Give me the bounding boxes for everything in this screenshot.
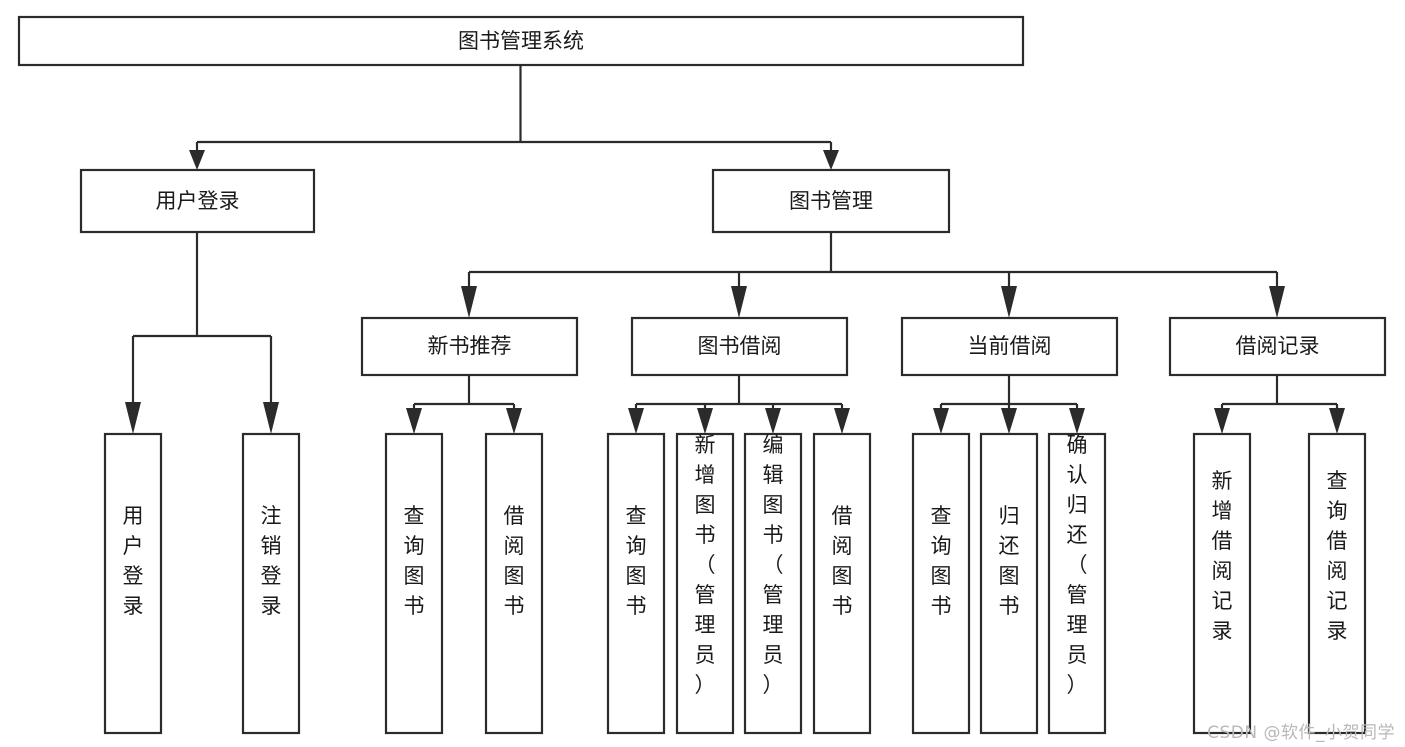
leaf-borrow-add-book-label: 新增图书（管理员） bbox=[695, 433, 716, 697]
arrowhead-newbook-leaf-2 bbox=[506, 408, 522, 434]
leaf-borrow-add-book[interactable]: 新增图书（管理员） bbox=[675, 432, 735, 735]
node-current-borrow-label: 当前借阅 bbox=[968, 334, 1052, 358]
leaf-user-login-login-label: 用户登录 bbox=[123, 504, 144, 618]
arrowhead-book-mgmt bbox=[823, 150, 839, 170]
leaf-newbook-query-book-box[interactable] bbox=[384, 432, 444, 735]
node-user-login-label: 用户登录 bbox=[156, 189, 240, 213]
leaf-record-add-record-label: 新增借阅记录 bbox=[1212, 469, 1233, 643]
leaf-newbook-borrow-book-label: 借阅图书 bbox=[504, 504, 525, 618]
node-user-login[interactable]: 用户登录 bbox=[79, 168, 316, 234]
arrowhead-borrow-leaf-4 bbox=[834, 408, 850, 434]
leaf-record-add-record-box[interactable] bbox=[1192, 432, 1252, 735]
node-borrow-record-box[interactable] bbox=[1168, 316, 1387, 377]
csdn-watermark: CSDN @软件_小贺同学 bbox=[1207, 723, 1395, 743]
leaf-user-login-login[interactable]: 用户登录 bbox=[103, 432, 163, 735]
leaf-current-return-book-box[interactable] bbox=[979, 432, 1039, 735]
node-borrow-record-label: 借阅记录 bbox=[1236, 334, 1320, 358]
arrowhead-current-leaf-1 bbox=[933, 408, 949, 434]
node-book-borrow-box[interactable] bbox=[630, 316, 849, 377]
node-book-borrow[interactable]: 图书借阅 bbox=[630, 316, 849, 377]
leaf-borrow-borrow-book-box[interactable] bbox=[812, 432, 872, 735]
node-root-system[interactable]: 图书管理系统 bbox=[17, 15, 1025, 67]
leaf-current-confirm-return[interactable]: 确认归还（管理员） bbox=[1047, 432, 1107, 735]
arrowhead-leaf-logout bbox=[263, 402, 279, 434]
arrowhead-new-book bbox=[461, 286, 477, 318]
leaf-borrow-borrow-book-label: 借阅图书 bbox=[832, 504, 853, 618]
arrowhead-leaf-user-login bbox=[125, 402, 141, 434]
leaf-current-query-book-label: 查询图书 bbox=[931, 504, 952, 618]
node-book-management[interactable]: 图书管理 bbox=[711, 168, 951, 234]
node-user-login-box[interactable] bbox=[79, 168, 316, 234]
arrowhead-borrow-leaf-1 bbox=[628, 408, 644, 434]
node-book-management-label: 图书管理 bbox=[789, 189, 873, 213]
leaf-current-return-book[interactable]: 归还图书 bbox=[979, 432, 1039, 735]
leaf-user-login-logout-label: 注销登录 bbox=[261, 504, 282, 618]
leaf-current-confirm-return-label: 确认归还（管理员） bbox=[1067, 433, 1088, 697]
leaf-newbook-query-book[interactable]: 查询图书 bbox=[384, 432, 444, 735]
arrowhead-record-leaf-1 bbox=[1214, 408, 1230, 434]
leaf-user-login-logout[interactable]: 注销登录 bbox=[241, 432, 301, 735]
arrowhead-current-borrow bbox=[1001, 286, 1017, 318]
arrowhead-borrow-record bbox=[1269, 286, 1285, 318]
leaf-newbook-borrow-book-box[interactable] bbox=[484, 432, 544, 735]
node-new-book-recommend-box[interactable] bbox=[360, 316, 579, 377]
arrowhead-record-leaf-2 bbox=[1329, 408, 1345, 434]
leaf-record-query-record-label: 查询借阅记录 bbox=[1327, 469, 1348, 643]
leaf-borrow-edit-book-box[interactable] bbox=[743, 432, 803, 735]
node-root-system-box[interactable] bbox=[17, 15, 1025, 67]
leaf-borrow-query-book-box[interactable] bbox=[606, 432, 666, 735]
leaf-newbook-borrow-book[interactable]: 借阅图书 bbox=[484, 432, 544, 735]
connector-layer bbox=[125, 65, 1345, 434]
node-root-system-label: 图书管理系统 bbox=[458, 29, 584, 53]
leaf-borrow-query-book-label: 查询图书 bbox=[626, 504, 647, 618]
arrowhead-borrow-leaf-2 bbox=[697, 408, 713, 434]
leaf-borrow-query-book[interactable]: 查询图书 bbox=[606, 432, 666, 735]
leaf-borrow-borrow-book[interactable]: 借阅图书 bbox=[812, 432, 872, 735]
arrowhead-book-borrow bbox=[731, 286, 747, 318]
leaf-borrow-add-book-box[interactable] bbox=[675, 432, 735, 735]
leaf-current-query-book[interactable]: 查询图书 bbox=[911, 432, 971, 735]
leaf-borrow-edit-book-label: 编辑图书（管理员） bbox=[763, 433, 784, 697]
arrowhead-newbook-leaf-1 bbox=[406, 408, 422, 434]
leaf-current-query-book-box[interactable] bbox=[911, 432, 971, 735]
node-new-book-recommend[interactable]: 新书推荐 bbox=[360, 316, 579, 377]
leaf-newbook-query-book-label: 查询图书 bbox=[404, 504, 425, 618]
node-current-borrow[interactable]: 当前借阅 bbox=[900, 316, 1119, 377]
node-book-management-box[interactable] bbox=[711, 168, 951, 234]
leaf-user-login-logout-box[interactable] bbox=[241, 432, 301, 735]
arrowhead-current-leaf-2 bbox=[1001, 408, 1017, 434]
arrowhead-user-login bbox=[189, 150, 205, 170]
leaf-borrow-edit-book[interactable]: 编辑图书（管理员） bbox=[743, 432, 803, 735]
node-borrow-record[interactable]: 借阅记录 bbox=[1168, 316, 1387, 377]
node-book-borrow-label: 图书借阅 bbox=[698, 334, 782, 358]
leaf-current-confirm-return-box[interactable] bbox=[1047, 432, 1107, 735]
arrowhead-borrow-leaf-3 bbox=[765, 408, 781, 434]
node-current-borrow-box[interactable] bbox=[900, 316, 1119, 377]
leaf-record-query-record-box[interactable] bbox=[1307, 432, 1367, 735]
arrowhead-current-leaf-3 bbox=[1069, 408, 1085, 434]
leaf-current-return-book-label: 归还图书 bbox=[999, 504, 1020, 618]
leaf-record-add-record[interactable]: 新增借阅记录 bbox=[1192, 432, 1252, 735]
leaf-record-query-record[interactable]: 查询借阅记录 bbox=[1307, 432, 1367, 735]
node-new-book-recommend-label: 新书推荐 bbox=[428, 334, 512, 358]
leaf-user-login-login-box[interactable] bbox=[103, 432, 163, 735]
